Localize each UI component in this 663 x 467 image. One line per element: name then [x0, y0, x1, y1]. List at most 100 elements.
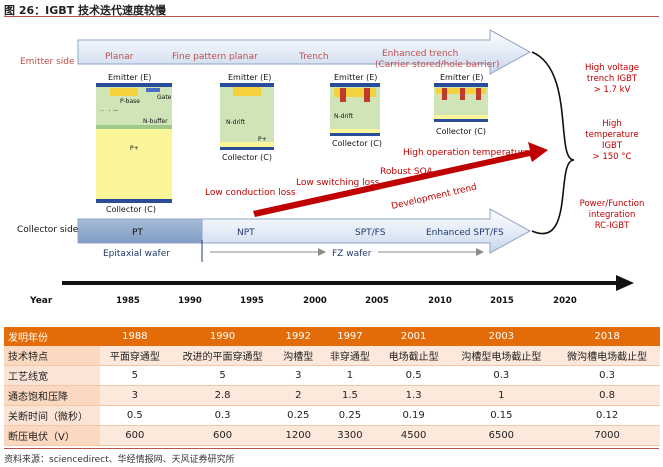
- note-high-temp-line4: > 150 °C: [593, 152, 632, 162]
- table-cell: 0.3: [169, 405, 276, 426]
- table-cell: 电场截止型: [378, 346, 449, 366]
- table-cell: 5: [169, 365, 276, 386]
- table-cell: 0.5: [100, 405, 170, 426]
- stage-pt: PT: [132, 228, 143, 238]
- stage-enhanced-trench-note: (Carrier stored/hole barrier): [375, 60, 500, 70]
- row-label: 关断时间（微秒）: [4, 405, 100, 426]
- wafer-fz: FZ wafer: [332, 249, 372, 259]
- header-cell: 2018: [554, 327, 660, 346]
- stage-spt-fs: SPT/FS: [355, 228, 386, 238]
- table-cell: 3: [275, 365, 322, 386]
- table-cell: 0.5: [378, 365, 449, 386]
- table-cell: 平面穿通型: [100, 346, 170, 366]
- figure-title: 图 26：IGBT 技术迭代速度较慢: [4, 4, 166, 17]
- row-label: 通态饱和压降: [4, 385, 100, 406]
- table-cell: 0.3: [554, 365, 660, 386]
- year-tick-1990: 1990: [178, 296, 202, 306]
- table-cell: 1: [448, 385, 555, 406]
- year-tick-2015: 2015: [490, 296, 514, 306]
- development-trend-arrow: [253, 142, 548, 217]
- structure-trench: Emitter (E) N-drift Collector (C): [330, 73, 382, 148]
- note-high-temp-line2: temperature: [585, 130, 638, 140]
- trend-robust-soa: Robust SOA: [380, 167, 433, 177]
- table-cell: 沟槽型电场截止型: [448, 346, 555, 366]
- collector-label: Collector (C): [222, 153, 272, 162]
- stage-trench: Trench: [298, 52, 329, 62]
- structure-enhanced-trench: Emitter (E) Collector (C): [434, 73, 488, 136]
- stage-planar: Planar: [105, 52, 134, 62]
- table-cell: 0.25: [275, 405, 322, 426]
- note-integration-line1: Power/Function: [580, 199, 645, 209]
- emitter-side-arrow: [77, 29, 532, 75]
- emitter-label: Emitter (E): [334, 73, 377, 82]
- igbt-evolution-diagram: Emitter side Planar Fine pattern planar …: [17, 29, 645, 306]
- pt-segment: [77, 218, 203, 244]
- structure-npt: Emitter (E) N-drift P+ Collector (C): [220, 73, 274, 162]
- table-row: 关断时间（微秒） 0.5 0.3 0.25 0.25 0.19 0.15 0.1…: [4, 405, 660, 426]
- note-high-voltage-line2: trench IGBT: [587, 74, 638, 84]
- table-cell: 0.12: [554, 405, 660, 426]
- future-bracket: [531, 51, 575, 235]
- note-high-temp-line1: High: [602, 119, 622, 129]
- note-integration-line3: RC-IGBT: [595, 221, 630, 231]
- table-cell: 600: [169, 425, 276, 446]
- table-cell: 1: [321, 365, 379, 386]
- p-plus-label: P+: [258, 136, 267, 143]
- table-cell: 7000: [554, 425, 660, 446]
- note-integration-line2: integration: [589, 210, 636, 220]
- stage-enhanced-trench: Enhanced trench: [382, 49, 458, 59]
- table-cell: 0.8: [554, 385, 660, 406]
- stage-fine-pattern-planar: Fine pattern planar: [172, 52, 258, 62]
- trend-low-conduction-loss: Low conduction loss: [205, 188, 296, 198]
- table-cell: 2: [275, 385, 322, 406]
- table-cell: 600: [100, 425, 170, 446]
- year-tick-2000: 2000: [303, 296, 327, 306]
- wafer-epitaxial: Epitaxial wafer: [103, 249, 170, 259]
- table-row: 工艺线宽 5 5 3 1 0.5 0.3 0.3: [4, 365, 660, 386]
- table-cell: 0.25: [321, 405, 379, 426]
- table-cell: 改进的平面穿通型: [169, 346, 276, 366]
- table-cell: 0.3: [448, 365, 555, 386]
- collector-label: Collector (C): [332, 139, 382, 148]
- header-cell: 1990: [169, 327, 276, 346]
- table-cell: 非穿通型: [321, 346, 379, 366]
- trend-low-switching-loss: Low switching loss: [296, 178, 380, 188]
- stage-npt: NPT: [237, 228, 255, 238]
- year-tick-2010: 2010: [428, 296, 452, 306]
- bottom-rule: [4, 448, 659, 449]
- table-row: 技术特点 平面穿通型 改进的平面穿通型 沟槽型 非穿通型 电场截止型 沟槽型电场…: [4, 346, 660, 366]
- table-cell: 0.19: [378, 405, 449, 426]
- header-cell: 2001: [378, 327, 449, 346]
- emitter-label: Emitter (E): [108, 73, 151, 82]
- row-label: 工艺线宽: [4, 365, 100, 386]
- note-high-temp-line3: IGBT: [602, 141, 623, 151]
- collector-label: Collector (C): [436, 127, 486, 136]
- p-base-label: P-base: [120, 98, 140, 105]
- stage-enhanced-spt-fs: Enhanced SPT/FS: [426, 228, 504, 238]
- table-cell: 3: [100, 385, 170, 406]
- table-header-row: 发明年份 1988 1990 1992 1997 2001 2003 2018: [4, 327, 660, 346]
- table-cell: 6500: [448, 425, 555, 446]
- table-cell: 1200: [275, 425, 322, 446]
- igbt-spec-table: 发明年份 1988 1990 1992 1997 2001 2003 2018 …: [4, 327, 660, 446]
- table-cell: 微沟槽电场截止型: [554, 346, 660, 366]
- timeline-year-label: Year: [29, 296, 53, 306]
- timeline-arrowhead: [616, 275, 634, 291]
- year-tick-1985: 1985: [116, 296, 140, 306]
- table-cell: 3300: [321, 425, 379, 446]
- year-tick-2005: 2005: [365, 296, 389, 306]
- n-buffer-label: N-buffer: [143, 118, 168, 125]
- row-label: 断压电伏（V）: [4, 425, 100, 446]
- table-cell: 1.5: [321, 385, 379, 406]
- table-cell: 4500: [378, 425, 449, 446]
- table-row: 通态饱和压降 3 2.8 2 1.5 1.3 1 0.8: [4, 385, 660, 406]
- emitter-label: Emitter (E): [228, 73, 271, 82]
- emitter-side-label: Emitter side: [20, 57, 75, 67]
- n-drift-label: N-drift: [334, 113, 354, 120]
- table-cell: 0.15: [448, 405, 555, 426]
- header-cell: 1997: [321, 327, 379, 346]
- note-high-voltage-line1: High voltage: [585, 63, 639, 73]
- header-cell: 2003: [448, 327, 555, 346]
- table-row: 断压电伏（V） 600 600 1200 3300 4500 6500 7000: [4, 425, 660, 446]
- collector-label: Collector (C): [106, 205, 156, 214]
